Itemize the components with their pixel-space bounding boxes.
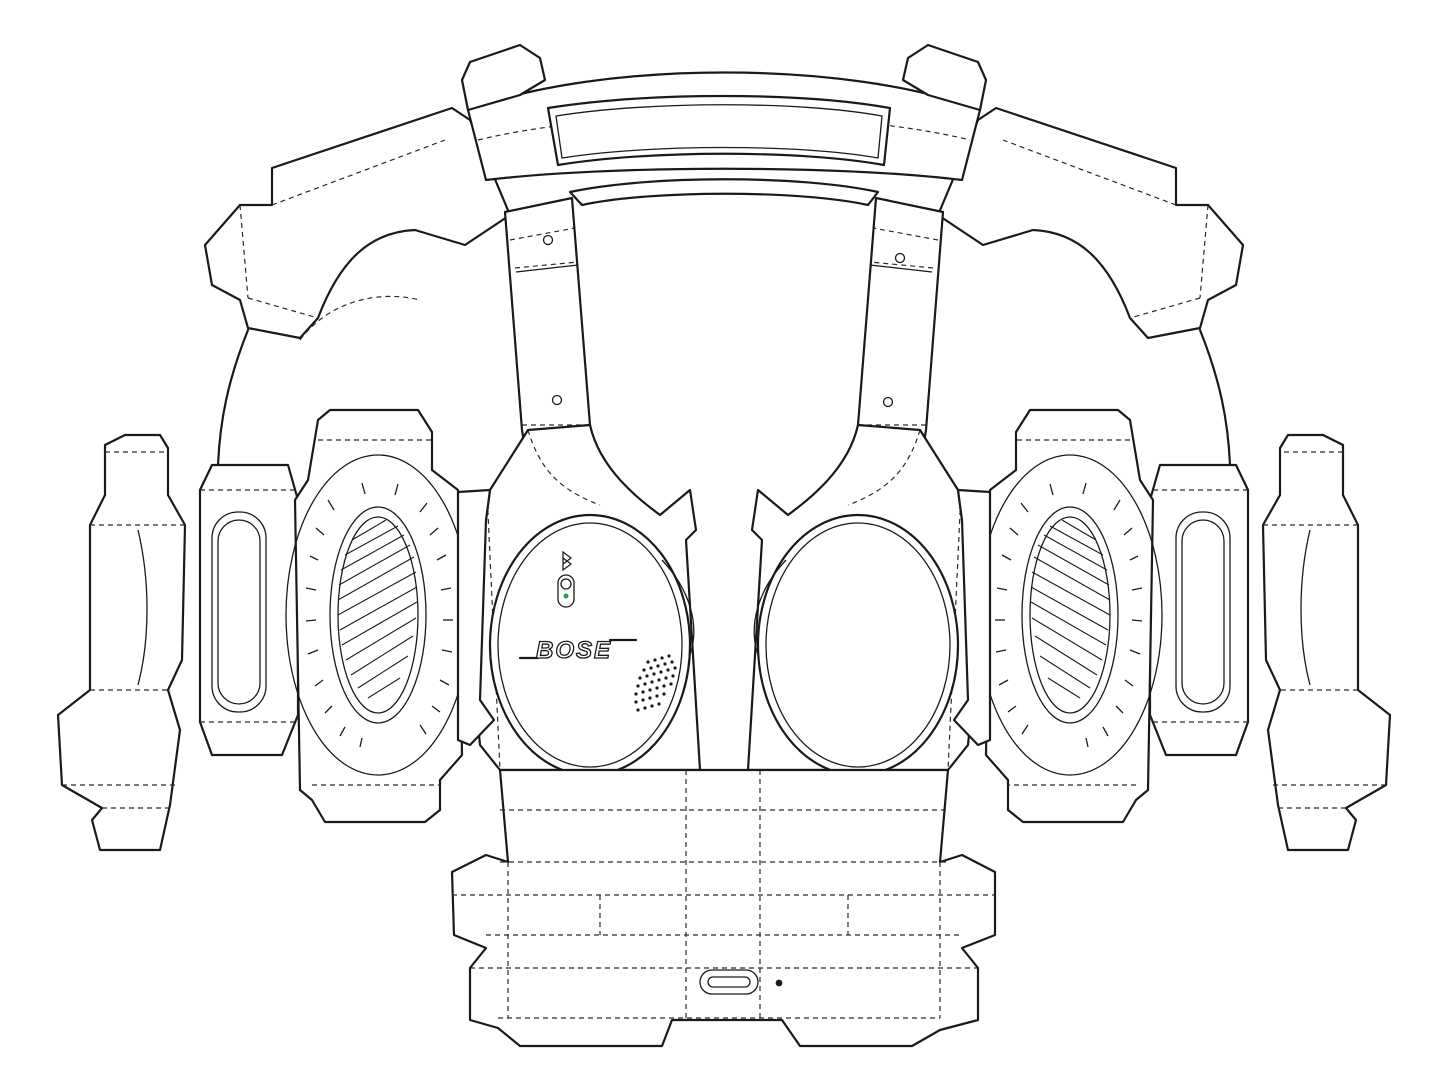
left-ear-cushion [285, 408, 471, 824]
headband-top [460, 43, 988, 207]
rivet-hole [894, 252, 906, 264]
rivet-hole [542, 234, 554, 246]
usb-c-port [699, 969, 759, 995]
rivet-hole [551, 394, 563, 406]
body-outline [216, 295, 1232, 467]
headband-label-recess [546, 94, 892, 167]
status-led-icon [563, 593, 569, 599]
microphone-grille [634, 654, 677, 712]
right-earcup [746, 423, 992, 777]
left-side-cap [198, 463, 300, 757]
headband-tab-right [901, 43, 988, 112]
power-switch-icon [557, 574, 575, 608]
brand-logo: BOSE [518, 636, 638, 665]
headband-wing-right [936, 106, 1245, 340]
headband-wing-left [203, 106, 512, 340]
brand-logo-text: BOSE [536, 637, 612, 664]
right-ear-cushion [977, 408, 1163, 824]
bottom-box [450, 768, 997, 1048]
rivet-hole [882, 396, 894, 408]
bluetooth-icon [562, 550, 573, 572]
headband-tab-left [460, 43, 547, 112]
left-earcup: BOSE [456, 423, 702, 777]
left-outer-cap [56, 433, 187, 852]
right-side-cap [1148, 463, 1250, 757]
right-outer-cap [1261, 433, 1392, 852]
microphone-hole [775, 979, 783, 987]
